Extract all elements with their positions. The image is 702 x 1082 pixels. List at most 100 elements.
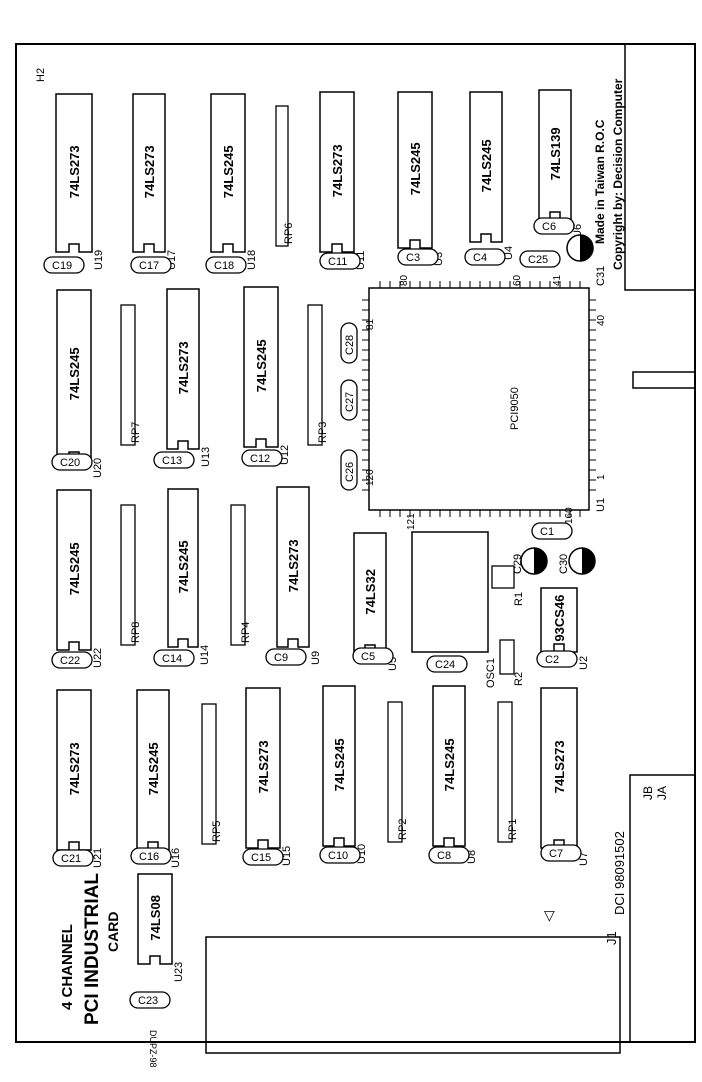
- cap-c7: [540, 844, 582, 862]
- cap-c23-label: C23: [138, 995, 158, 1007]
- ic-u12-part: 74LS245: [254, 339, 269, 392]
- ic-u11: [319, 91, 355, 253]
- cap-c7-label: C7: [549, 848, 563, 860]
- resistor-pack-rp2-label: RP2: [397, 819, 409, 840]
- pci-pin-60: 60: [512, 274, 523, 286]
- ic-u14-part: 74LS245: [176, 540, 191, 593]
- resistor-r1: [491, 565, 515, 589]
- cap-c27-label: C27: [344, 392, 356, 412]
- hole-label: H2: [35, 68, 47, 82]
- cap-c20: [51, 453, 93, 471]
- pci-pin-120: 120: [365, 469, 376, 486]
- title-line-2: PCI INDUSTRIAL: [82, 873, 103, 1025]
- copyright-text: Copyright by: Decision Computer: [611, 78, 625, 270]
- electrolytic-c31-label: C31: [595, 266, 607, 286]
- ic-u18: [210, 93, 246, 253]
- ic-u13: [166, 288, 200, 450]
- ic-u6-part: 74LS139: [548, 127, 563, 180]
- cap-c18-label: C18: [214, 260, 234, 272]
- ic-u4-ref: U4: [503, 246, 515, 260]
- ic-u9: [276, 486, 310, 648]
- electrolytic-c29: [520, 547, 548, 575]
- pci-chip-name: PCI9050: [509, 387, 521, 430]
- ic-u15: [245, 687, 281, 849]
- ic-u20-ref: U20: [92, 458, 104, 478]
- ic-u19: [55, 93, 93, 253]
- cap-c28-label: C28: [344, 335, 356, 355]
- cap-c24: [426, 655, 468, 673]
- ic-u10: [322, 685, 356, 847]
- resistor-pack-rp5-label: RP5: [211, 821, 223, 842]
- pci-pin-80: 80: [399, 274, 410, 286]
- cap-c23: [129, 991, 171, 1009]
- ic-u20-part: 74LS245: [67, 347, 82, 400]
- cap-c14: [153, 649, 195, 667]
- ic-u9-ref: U9: [310, 651, 322, 665]
- ic-u10-part: 74LS245: [332, 738, 347, 791]
- resistor-pack-rp2: [387, 701, 403, 843]
- cap-c13: [153, 451, 195, 469]
- cap-c12-label: C12: [250, 453, 270, 465]
- jumper-jb: JB: [641, 786, 655, 800]
- cap-c3-label: C3: [406, 252, 420, 264]
- oscillator-outline: [411, 531, 489, 653]
- cap-c26-label: C26: [344, 462, 356, 482]
- electrolytic-c29-label: C29: [512, 554, 524, 574]
- cap-c25: [519, 250, 561, 268]
- cap-c24-label: C24: [435, 659, 455, 671]
- ic-u16-part: 74LS245: [146, 742, 161, 795]
- cap-c21: [52, 849, 94, 867]
- ic-u3-part: 74LS245: [408, 142, 423, 195]
- electrolytic-c30-label: C30: [558, 554, 570, 574]
- ic-u8-part: 74LS245: [442, 738, 457, 791]
- ic-u12: [243, 286, 279, 448]
- ic-u14-ref: U14: [199, 645, 211, 665]
- cap-c4: [464, 248, 506, 266]
- ic-u21-ref: U21: [92, 848, 104, 868]
- cap-c18: [205, 256, 247, 274]
- cap-c16-label: C16: [139, 851, 159, 863]
- cap-c1: [531, 522, 573, 540]
- pci-chip-pin-ticks: [362, 281, 596, 517]
- cap-c3: [397, 248, 439, 266]
- cap-c17-label: C17: [139, 260, 159, 272]
- bracket-bottom: [629, 774, 695, 1042]
- cap-c22: [51, 651, 93, 669]
- cap-c5-label: C5: [361, 651, 375, 663]
- pci-pin-41: 41: [552, 274, 563, 286]
- ic-u17: [132, 93, 166, 253]
- cap-c10-label: C10: [328, 850, 348, 862]
- cap-c20-label: C20: [60, 457, 80, 469]
- cap-c9-label: C9: [274, 652, 288, 664]
- ic-u23-ref: U23: [173, 962, 185, 982]
- cap-c27: [340, 379, 358, 421]
- cap-c15: [242, 848, 284, 866]
- cap-c19: [43, 256, 85, 274]
- cap-c12: [241, 449, 283, 467]
- pci-pin-160: 160: [564, 507, 575, 524]
- connector-label: J1: [604, 931, 619, 945]
- cap-c15-label: C15: [251, 852, 271, 864]
- connector-j1: [205, 936, 621, 1054]
- resistor-pack-rp1-label: RP1: [507, 819, 519, 840]
- cap-c9: [265, 648, 307, 666]
- ic-u15-part: 74LS273: [256, 740, 271, 793]
- ic-u5-part: 74LS32: [363, 569, 378, 615]
- ic-u8: [432, 685, 466, 847]
- resistor-pack-rp5: [201, 703, 217, 845]
- part-number: DCI 98091502: [612, 831, 627, 915]
- ic-u17-part: 74LS273: [142, 145, 157, 198]
- ic-u19-part: 74LS273: [67, 145, 82, 198]
- cap-c14-label: C14: [162, 653, 182, 665]
- pci-pin-1: 1: [596, 474, 607, 480]
- cap-c5: [352, 647, 394, 665]
- pci-pin-40: 40: [596, 314, 607, 326]
- cap-c1-label: C1: [540, 526, 554, 538]
- ic-u22-part: 74LS245: [67, 542, 82, 595]
- pin1-marker: ▽: [544, 907, 555, 923]
- ic-u2-part: 93CS46: [552, 595, 567, 642]
- cap-c26: [340, 449, 358, 491]
- ic-u13-ref: U13: [200, 447, 212, 467]
- ic-u18-part: 74LS245: [221, 145, 236, 198]
- electrolytic-c31: [566, 234, 594, 262]
